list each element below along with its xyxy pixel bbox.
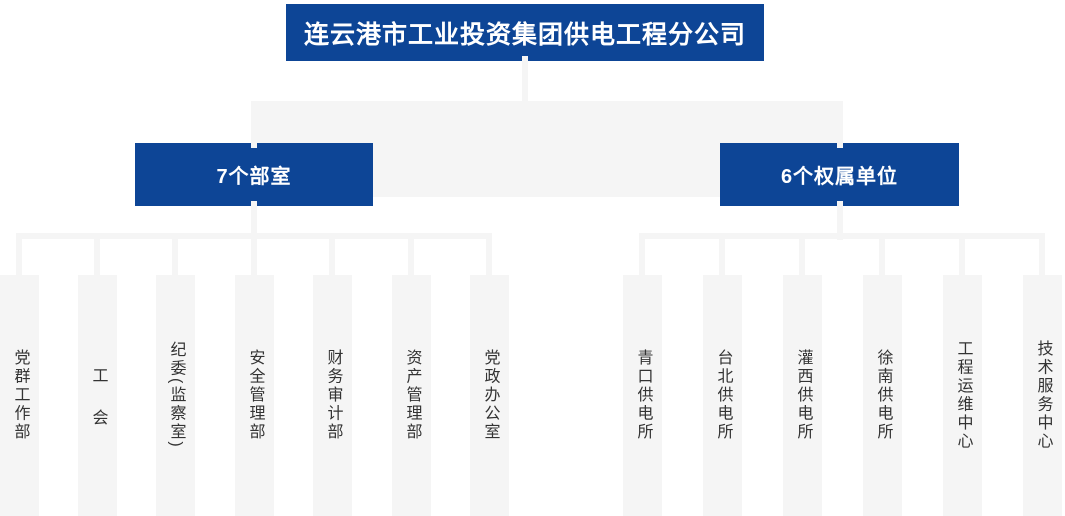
connector-stub bbox=[172, 239, 178, 276]
department-node: 党群工作部 bbox=[0, 275, 39, 516]
root-node: 连云港市工业投资集团供电工程分公司 bbox=[286, 4, 764, 61]
connector-stub bbox=[719, 239, 725, 276]
connector-stub bbox=[94, 239, 100, 276]
unit-node: 台北供电所 bbox=[703, 275, 742, 516]
department-node: 纪委(监察室) bbox=[156, 275, 195, 516]
department-node: 安全管理部 bbox=[235, 275, 274, 516]
connector-stub bbox=[251, 239, 257, 276]
connector-stub bbox=[1039, 239, 1045, 276]
connector-nub-left-header-top bbox=[251, 143, 257, 148]
group-node-units: 6个权属单位 bbox=[720, 143, 959, 206]
department-label: 安全管理部 bbox=[246, 349, 264, 442]
connector-nub-right-header-top bbox=[837, 143, 843, 148]
unit-node: 徐南供电所 bbox=[863, 275, 902, 516]
connector-stub bbox=[959, 239, 965, 276]
connector-stub bbox=[486, 239, 492, 276]
department-node: 资产管理部 bbox=[392, 275, 431, 516]
unit-label: 青口供电所 bbox=[634, 349, 652, 442]
connector-root-line bbox=[522, 56, 528, 102]
connector-stub bbox=[799, 239, 805, 276]
connector-stub bbox=[329, 239, 335, 276]
unit-node: 青口供电所 bbox=[623, 275, 662, 516]
unit-label: 台北供电所 bbox=[714, 349, 732, 442]
connector-stub bbox=[408, 239, 414, 276]
unit-label: 徐南供电所 bbox=[874, 349, 892, 442]
unit-label: 技术服务中心 bbox=[1034, 340, 1052, 451]
root-node-label: 连云港市工业投资集团供电工程分公司 bbox=[303, 20, 746, 49]
department-label: 资产管理部 bbox=[403, 349, 421, 442]
connector-stub bbox=[639, 239, 645, 276]
group-label-units: 6个权属单位 bbox=[780, 166, 899, 188]
department-node: 财务审计部 bbox=[313, 275, 352, 516]
department-node: 党政办公室 bbox=[470, 275, 509, 516]
connector-stub bbox=[16, 239, 22, 276]
connector-stub bbox=[879, 239, 885, 276]
department-label: 纪委(监察室) bbox=[167, 341, 185, 450]
department-label: 工会 bbox=[89, 366, 107, 451]
department-node: 工会 bbox=[78, 275, 117, 516]
connector-left-trunk bbox=[251, 201, 257, 240]
unit-label: 灌西供电所 bbox=[794, 349, 812, 442]
unit-node: 工程运维中心 bbox=[943, 275, 982, 516]
unit-node: 灌西供电所 bbox=[783, 275, 822, 516]
group-label-departments: 7个部室 bbox=[216, 166, 292, 188]
unit-node: 技术服务中心 bbox=[1023, 275, 1062, 516]
connector-right-trunk bbox=[837, 201, 843, 240]
department-label: 财务审计部 bbox=[324, 349, 342, 442]
department-label: 党群工作部 bbox=[11, 349, 29, 442]
department-label: 党政办公室 bbox=[481, 349, 499, 442]
group-node-departments: 7个部室 bbox=[135, 143, 373, 206]
unit-label: 工程运维中心 bbox=[954, 340, 972, 451]
